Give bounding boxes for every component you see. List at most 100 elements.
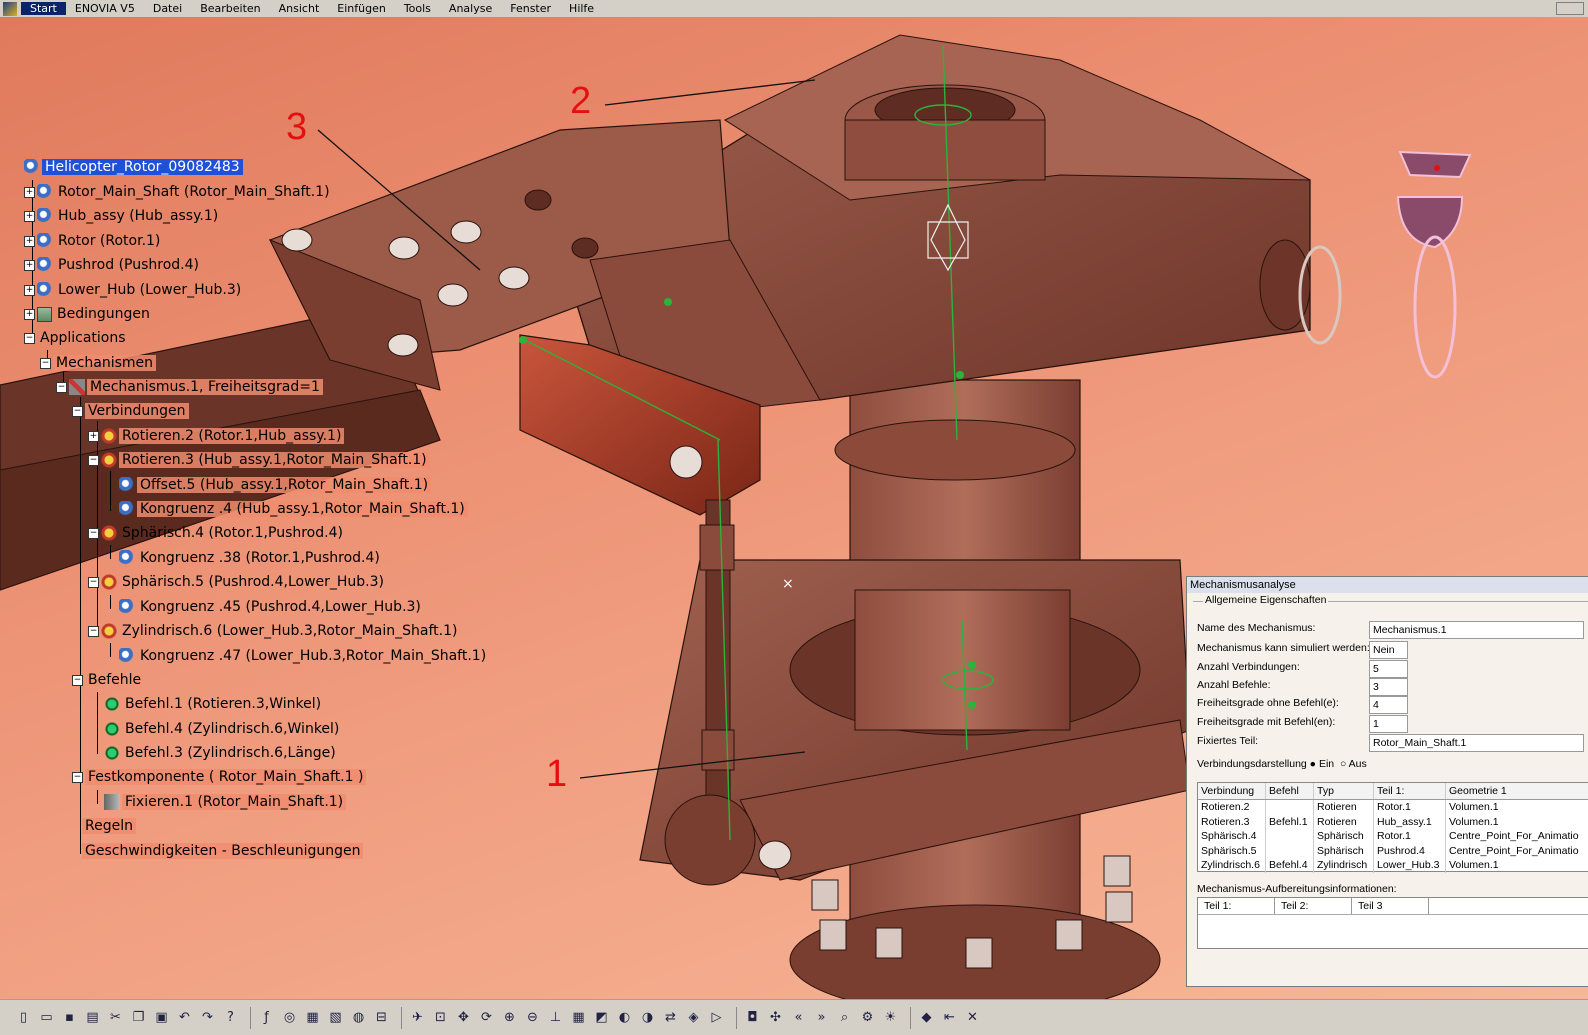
fly-icon[interactable]: ✈ xyxy=(412,1010,423,1025)
tree-item-product[interactable]: +Rotor (Rotor.1) xyxy=(24,231,163,251)
tree-item-constraint[interactable]: Kongruenz .45 (Pushrod.4,Lower_Hub.3) xyxy=(119,597,424,617)
fit-all-icon[interactable]: ⊡ xyxy=(435,1010,446,1025)
capture-icon[interactable]: ◘ xyxy=(747,1010,758,1025)
menu-enovia[interactable]: ENOVIA V5 xyxy=(74,2,135,15)
tree-item-constraint[interactable]: Kongruenz .38 (Rotor.1,Pushrod.4) xyxy=(119,548,383,568)
tree-item-constraint[interactable]: Offset.5 (Hub_assy.1,Rotor_Main_Shaft.1) xyxy=(119,475,432,495)
col-header[interactable]: Befehl xyxy=(1266,783,1314,799)
collapse-icon[interactable]: − xyxy=(88,527,99,539)
tree-item-joint[interactable]: −Zylindrisch.6 (Lower_Hub.3,Rotor_Main_S… xyxy=(88,621,460,641)
col-header[interactable]: Teil 3 xyxy=(1352,898,1429,914)
radio-on[interactable]: ● Ein xyxy=(1309,758,1335,770)
analyze-icon[interactable]: ⚙ xyxy=(861,1010,874,1025)
collapse-icon[interactable]: − xyxy=(88,625,99,637)
catalog-icon[interactable]: ▧ xyxy=(329,1010,342,1025)
menu-tools[interactable]: Tools xyxy=(403,2,431,15)
compass-icon[interactable] xyxy=(1390,137,1480,387)
tree-icon[interactable]: ⊟ xyxy=(376,1010,387,1025)
tree-item-mechanismus[interactable]: −Mechanismus.1, Freiheitsgrad=1 xyxy=(56,377,323,397)
light-icon[interactable]: ☀ xyxy=(884,1010,897,1025)
tree-root[interactable]: Helicopter_Rotor_09082483 xyxy=(24,157,243,177)
joints-table[interactable]: Verbindung Befehl Typ Teil 1: Geometrie … xyxy=(1197,782,1588,873)
simulate-icon[interactable]: ▷ xyxy=(711,1010,722,1025)
tree-item-verbindungen[interactable]: −Verbindungen xyxy=(72,401,189,421)
collapse-icon[interactable]: − xyxy=(72,405,83,417)
expand-icon[interactable]: + xyxy=(88,430,99,442)
redo-icon[interactable]: ↷ xyxy=(202,1010,213,1025)
zoom-out-icon[interactable]: ⊖ xyxy=(527,1010,538,1025)
tree-item-regeln[interactable]: Regeln xyxy=(82,816,136,836)
expand-icon[interactable]: + xyxy=(24,259,35,271)
collapse-icon[interactable]: − xyxy=(88,454,99,466)
hide-show-icon[interactable]: ◑ xyxy=(641,1010,654,1025)
knowledge-icon[interactable]: ◎ xyxy=(283,1010,296,1025)
next-icon[interactable]: » xyxy=(817,1010,826,1025)
expand-icon[interactable]: + xyxy=(24,186,35,198)
undo-icon[interactable]: ↶ xyxy=(179,1010,190,1025)
shading-icon[interactable]: ◐ xyxy=(618,1010,631,1025)
tree-item-command[interactable]: Befehl.1 (Rotieren.3,Winkel) xyxy=(104,694,324,714)
menu-bearbeiten[interactable]: Bearbeiten xyxy=(200,2,261,15)
col-header[interactable]: Teil 1: xyxy=(1198,898,1275,914)
tree-item-command[interactable]: Befehl.3 (Zylindrisch.6,Länge) xyxy=(104,743,339,763)
tree-item-applications[interactable]: −Applications xyxy=(24,328,129,348)
clash-icon[interactable]: ✕ xyxy=(967,1010,978,1025)
menu-datei[interactable]: Datei xyxy=(152,2,183,15)
tree-item-product[interactable]: +Rotor_Main_Shaft (Rotor_Main_Shaft.1) xyxy=(24,182,333,202)
radio-off[interactable]: ○ Aus xyxy=(1339,758,1367,770)
expand-icon[interactable]: + xyxy=(24,284,35,296)
tree-item-product[interactable]: +Lower_Hub (Lower_Hub.3) xyxy=(24,280,244,300)
multi-view-icon[interactable]: ▦ xyxy=(572,1010,585,1025)
expand-icon[interactable]: + xyxy=(24,235,35,247)
tree-item-fix[interactable]: Fixieren.1 (Rotor_Main_Shaft.1) xyxy=(104,792,347,812)
zoom-area-icon[interactable]: ⌕ xyxy=(840,1010,849,1025)
processing-info-table[interactable]: Teil 1: Teil 2: Teil 3 xyxy=(1197,897,1588,949)
menu-hilfe[interactable]: Hilfe xyxy=(569,2,595,15)
menu-ansicht[interactable]: Ansicht xyxy=(278,2,320,15)
previous-icon[interactable]: « xyxy=(794,1010,803,1025)
compass-icon[interactable]: ✣ xyxy=(770,1010,781,1025)
col-header[interactable]: Verbindung xyxy=(1198,783,1266,799)
tree-item-joint[interactable]: −Sphärisch.5 (Pushrod.4,Lower_Hub.3) xyxy=(88,572,387,592)
menu-einfuegen[interactable]: Einfügen xyxy=(337,2,386,15)
col-header[interactable]: Teil 1: xyxy=(1374,783,1446,799)
collapse-icon[interactable]: − xyxy=(88,576,99,588)
rotate-icon[interactable]: ⟳ xyxy=(481,1010,492,1025)
zoom-in-icon[interactable]: ⊕ xyxy=(504,1010,515,1025)
tree-item-joint[interactable]: −Rotieren.3 (Hub_assy.1,Rotor_Main_Shaft… xyxy=(88,450,430,470)
tree-item-joint[interactable]: −Sphärisch.4 (Rotor.1,Pushrod.4) xyxy=(88,523,346,543)
mechanism-name-field[interactable]: Mechanismus.1 xyxy=(1369,621,1584,639)
copy-icon[interactable]: ❐ xyxy=(132,1010,145,1025)
iso-view-icon[interactable]: ◩ xyxy=(595,1010,608,1025)
table-icon[interactable]: ▦ xyxy=(306,1010,319,1025)
collapse-icon[interactable]: − xyxy=(56,381,67,393)
window-restore-button[interactable] xyxy=(1556,2,1584,15)
material-icon[interactable]: ◆ xyxy=(921,1010,932,1025)
collapse-icon[interactable]: − xyxy=(72,771,83,783)
sectioning-icon[interactable]: ⇤ xyxy=(944,1010,955,1025)
menu-analyse[interactable]: Analyse xyxy=(448,2,493,15)
tree-item-befehle[interactable]: −Befehle xyxy=(72,670,144,690)
open-icon[interactable]: ▭ xyxy=(40,1010,53,1025)
cut-icon[interactable]: ✂ xyxy=(110,1010,121,1025)
tree-item-bedingungen[interactable]: +Bedingungen xyxy=(24,304,153,324)
tree-item-joint[interactable]: +Rotieren.2 (Rotor.1,Hub_assy.1) xyxy=(88,426,345,446)
col-header[interactable]: Typ xyxy=(1314,783,1374,799)
expand-icon[interactable]: + xyxy=(24,308,35,320)
expand-icon[interactable]: + xyxy=(24,210,35,222)
tree-item-product[interactable]: +Hub_assy (Hub_assy.1) xyxy=(24,206,221,226)
save-icon[interactable]: ▪ xyxy=(65,1010,74,1025)
menu-fenster[interactable]: Fenster xyxy=(510,2,552,15)
tree-item-geschwindigkeiten[interactable]: Geschwindigkeiten - Beschleunigungen xyxy=(82,841,364,861)
collapse-icon[interactable]: − xyxy=(72,674,83,686)
pan-icon[interactable]: ✥ xyxy=(458,1010,469,1025)
col-header[interactable]: Teil 2: xyxy=(1275,898,1352,914)
swap-icon[interactable]: ⇄ xyxy=(665,1010,676,1025)
menu-start[interactable]: Start xyxy=(21,2,66,15)
new-icon[interactable]: ▯ xyxy=(19,1010,28,1025)
